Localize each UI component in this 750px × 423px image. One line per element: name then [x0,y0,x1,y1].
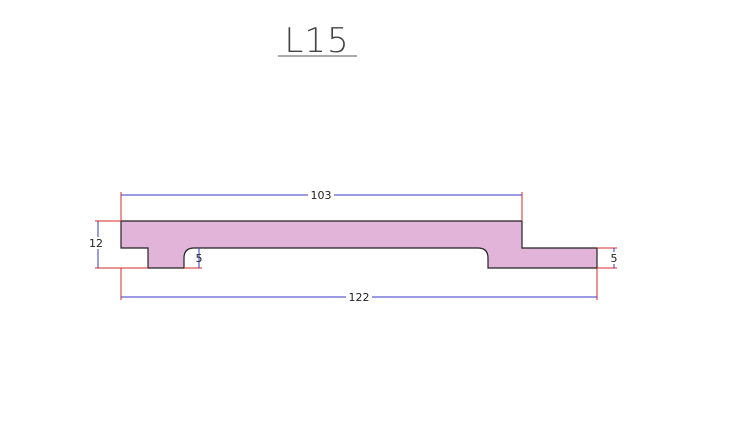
dim-top-label-bg [308,189,334,201]
dim-right-step-label: 5 [611,252,618,265]
title-text: L15 [284,21,349,61]
dim-total-label: 122 [349,291,370,304]
dim-thickness-label: 12 [89,237,103,250]
dimension-top-width: 103 [120,189,523,221]
dimension-left-step: 5 [184,248,203,269]
dim-thickness-label-bg [88,237,104,249]
dimension-total-width: 122 [120,268,598,304]
dim-right-step-label-bg [609,252,619,264]
dim-top-label: 103 [311,189,332,202]
dim-total-label-bg [346,291,372,303]
dim-left-step-label: 5 [196,252,203,265]
drawing-title: L15 [278,21,357,61]
profile-section [120,220,598,269]
dimension-thickness: 12 [88,220,148,269]
dimension-right-step: 5 [597,247,619,269]
